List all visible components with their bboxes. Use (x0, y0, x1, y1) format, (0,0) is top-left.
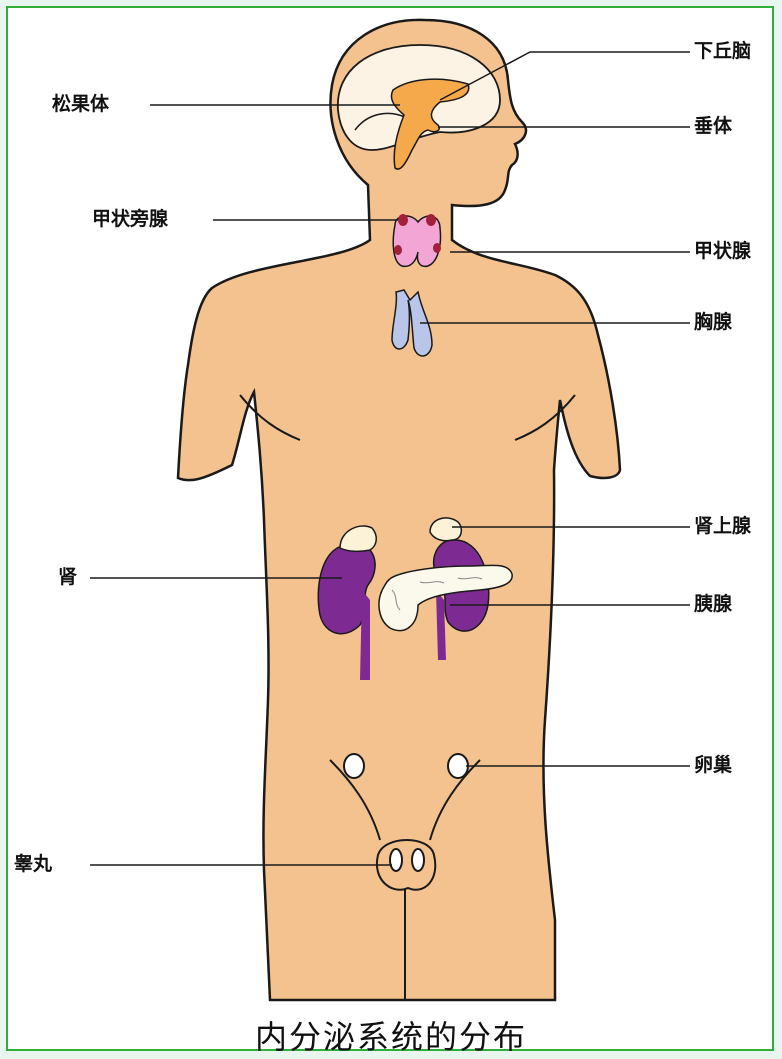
label-pineal: 松果体 (52, 95, 109, 114)
label-testis: 睾丸 (14, 855, 52, 874)
ovary-right (448, 754, 468, 778)
parathyroid-dot (426, 214, 436, 226)
diagram-caption: 内分泌系统的分布 (0, 1012, 782, 1058)
testis-right (412, 849, 424, 871)
parathyroid-dot (433, 243, 441, 253)
label-pancreas: 胰腺 (694, 595, 732, 614)
ovary-left (344, 754, 364, 778)
label-thyroid: 甲状腺 (694, 242, 751, 261)
label-thymus: 胸腺 (694, 313, 732, 332)
label-ovary: 卵巢 (694, 756, 732, 775)
label-parathyroid: 甲状旁腺 (92, 210, 168, 229)
parathyroid-dot (394, 245, 402, 255)
label-pituitary: 垂体 (694, 117, 732, 136)
label-hypothalamus: 下丘脑 (694, 42, 751, 61)
parathyroid-dot (398, 214, 408, 226)
label-kidney: 肾 (58, 568, 77, 587)
adrenal-right (430, 518, 461, 541)
testis-left (390, 849, 402, 871)
label-adrenal: 肾上腺 (694, 517, 751, 536)
